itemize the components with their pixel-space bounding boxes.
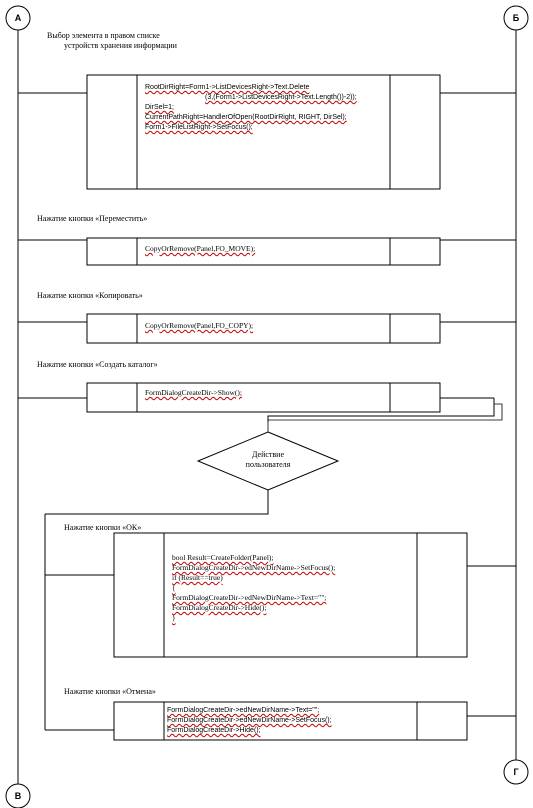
connector-b [503,5,529,31]
cancel-box [113,701,468,741]
connector-g-label: Г [513,767,518,777]
code-line: { [172,583,176,592]
code-line: (3,(Form1->ListDevicesRight->Text.Length… [205,94,357,101]
label-ok: Нажатие кнопки «ОК» [64,523,142,532]
decision-text-line2: пользователя [245,460,291,469]
label-move: Нажатие кнопки «Переместить» [37,214,148,223]
code-create: FormDialogCreateDir->Show(); [145,388,242,398]
label-select-right-line2: устройств хранения информации [64,40,177,50]
code-line: } [172,613,176,622]
connector-g [503,759,529,785]
copy-box [86,313,441,344]
code-line: DirSel=1; [145,104,174,111]
code-line: CopyOrRemove(Panel,FO_MOVE); [145,244,256,253]
code-line: FormDialogCreateDir->edNewDirName->SetFo… [167,717,332,724]
code-move: CopyOrRemove(Panel,FO_MOVE); [145,244,255,254]
code-line: FormDialogCreateDir->Hide(); [167,727,261,734]
code-line: bool Result=CreateFolder(Panel); [172,553,274,562]
code-line: FormDialogCreateDir->Hide(); [172,603,267,612]
label-cancel: Нажатие кнопки «Отмена» [64,687,156,696]
code-select-right: RootDirRight=Form1->ListDevicesRight->Te… [145,83,357,133]
move-box [86,237,441,266]
code-line: CurrentPathRight=HandlerOfOpen(RootDirRi… [145,114,347,121]
select-right-outer-box [86,74,441,190]
code-line: FormDialogCreateDir->edNewDirName->SetFo… [172,563,336,572]
label-copy: Нажатие кнопки «Копировать» [37,291,143,300]
code-copy: CopyOrRemove(Panel,FO_COPY); [145,321,253,331]
code-cancel: FormDialogCreateDir->edNewDirName->Text=… [167,706,332,736]
code-line: RootDirRight=Form1->ListDevicesRight->Te… [145,84,310,91]
code-line: FormDialogCreateDir->Show(); [145,388,242,397]
code-line: Form1->FileListRight->SetFocus(); [145,124,253,131]
label-select-right: Выбор элемента в правом списке устройств… [47,31,177,50]
code-line: FormDialogCreateDir->edNewDirName->Text=… [167,707,320,714]
create-box [86,382,441,413]
ok-box [113,532,468,658]
connector-a-label: А [15,13,22,23]
decision-text-line1: Действие [251,450,285,459]
code-line: FormDialogCreateDir->edNewDirName->Text=… [172,593,327,602]
code-line: if (Result==true) [172,573,223,582]
connector-b-label: Б [513,13,520,23]
code-line: CopyOrRemove(Panel,FO_COPY); [145,321,254,330]
connector-v-label: В [15,791,22,801]
code-ok: bool Result=CreateFolder(Panel); FormDia… [172,553,335,623]
decision-text: Действие пользователя [228,450,308,470]
label-create: Нажатие кнопки «Создать каталог» [37,360,158,369]
connector-v [5,783,31,808]
label-select-right-line1: Выбор элемента в правом списке [47,31,160,40]
connector-a [5,5,31,31]
